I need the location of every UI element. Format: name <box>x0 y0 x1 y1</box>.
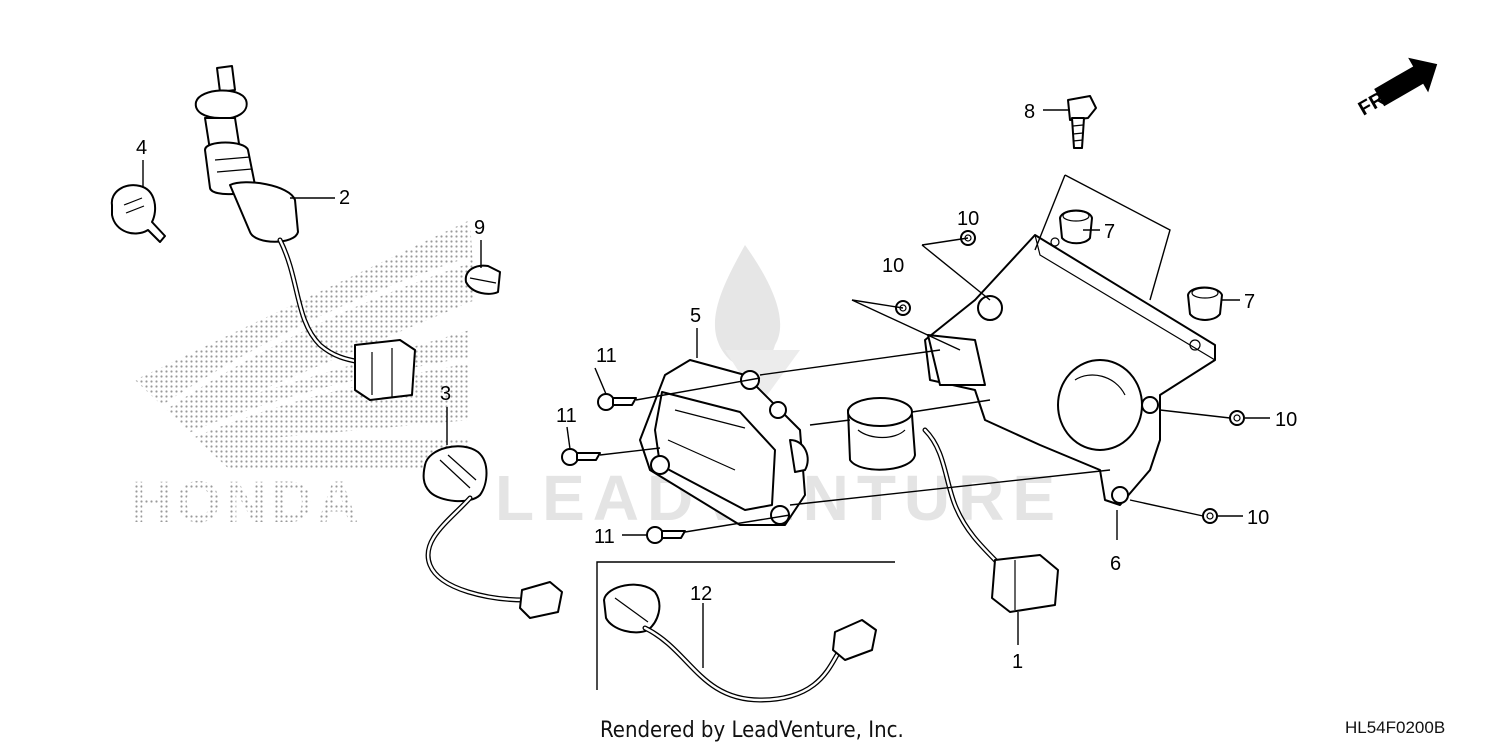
part-grommet-a <box>1059 209 1093 245</box>
part-nut-d <box>1202 508 1218 524</box>
callout-11b: 11 <box>556 405 577 427</box>
render-credit: Rendered by LeadVenture, Inc. <box>600 718 904 743</box>
part-headlight-lens <box>639 359 809 526</box>
part-connector-1 <box>991 554 1059 613</box>
part-bolt <box>1067 95 1097 149</box>
front-direction-indicator: FR. <box>1355 57 1438 120</box>
callout-2: 2 <box>339 187 350 209</box>
callout-7b: 7 <box>1244 291 1255 313</box>
part-key <box>110 184 166 243</box>
callout-5: 5 <box>690 305 701 327</box>
honda-wing-watermark: HONDA <box>130 220 475 535</box>
part-screw-a <box>597 393 637 411</box>
part-switch-harness-12 <box>596 561 895 703</box>
part-clip <box>464 264 501 295</box>
leader-lines <box>142 109 1270 668</box>
part-headlight-case <box>924 234 1216 506</box>
callout-11a: 11 <box>596 345 617 367</box>
callout-numbers: 4 2 9 3 5 6 1 8 7 7 10 10 10 10 11 11 11… <box>136 101 1297 673</box>
callout-6: 6 <box>1110 553 1121 575</box>
callout-10d: 10 <box>1247 507 1269 529</box>
callout-10a: 10 <box>957 208 979 230</box>
callout-10b: 10 <box>882 255 904 277</box>
part-screw-c <box>646 526 686 544</box>
callout-7a: 7 <box>1104 221 1115 243</box>
callout-11c: 11 <box>594 526 615 548</box>
honda-watermark-text: HONDA <box>130 470 363 535</box>
callout-3: 3 <box>440 383 451 405</box>
part-bulb-socket <box>847 397 1003 568</box>
callout-12: 12 <box>690 583 712 605</box>
callout-4: 4 <box>136 137 147 159</box>
callout-1: 1 <box>1012 651 1023 673</box>
callout-10c: 10 <box>1275 409 1297 431</box>
part-ignition-switch <box>194 65 416 401</box>
callout-9: 9 <box>474 217 485 239</box>
part-switch-harness-3 <box>422 445 563 619</box>
diagram-code: HL54F0200B <box>1345 718 1446 737</box>
callout-8: 8 <box>1024 101 1035 123</box>
part-nut-c <box>1229 410 1245 426</box>
part-grommet-b <box>1187 286 1223 321</box>
